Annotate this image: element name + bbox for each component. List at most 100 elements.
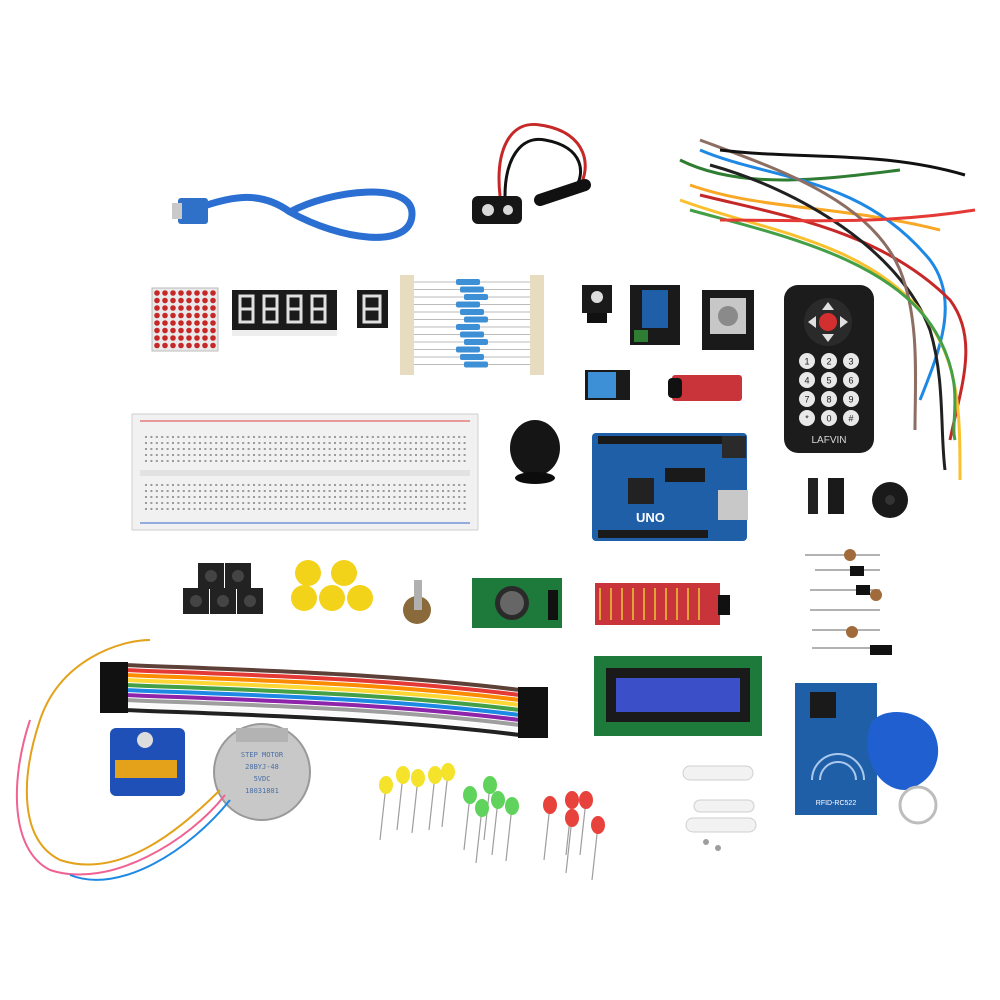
matrix-dot (210, 320, 216, 326)
matrix-dot (194, 342, 200, 349)
remote-key-label: 0 (826, 414, 831, 424)
breadboard-hole (409, 442, 412, 444)
breadboard-hole (431, 490, 434, 492)
breadboard-hole (317, 490, 320, 492)
breadboard-hole (145, 502, 147, 504)
matrix-dot (210, 297, 216, 304)
breadboard-hole (258, 442, 261, 444)
matrix-dot (202, 320, 208, 326)
breadboard-hole (415, 496, 417, 498)
breadboard-hole (425, 508, 428, 510)
breadboard-hole (209, 508, 212, 510)
ribbon-wire (124, 673, 521, 702)
led-leg (411, 777, 419, 834)
jumper-wire-bundle (679, 138, 976, 481)
breadboard-hole (361, 484, 363, 486)
breadboard-hole (415, 442, 417, 444)
matrix-dot (162, 305, 168, 311)
breadboard-hole (296, 454, 299, 456)
matrix-dot (170, 290, 176, 296)
breadboard-hole (355, 448, 358, 450)
breadboard-hole (344, 442, 347, 444)
breadboard-hole (150, 436, 153, 438)
red-leds (543, 791, 605, 881)
breadboard-hole (290, 502, 293, 504)
breadboard-hole (280, 436, 282, 438)
breadboard-hole (307, 502, 309, 504)
breadboard-hole (344, 436, 347, 438)
breadboard-hole (317, 436, 320, 438)
wire-connector (518, 727, 548, 733)
breadboard-hole (290, 484, 293, 486)
breadboard-hole (328, 442, 331, 444)
breadboard-hole (436, 448, 439, 450)
resistor (464, 294, 488, 300)
breadboard-hole (236, 496, 239, 498)
remote-key: 2 (821, 353, 837, 369)
breadboard-hole (242, 490, 245, 492)
breadboard-hole (415, 508, 417, 510)
breadboard-hole (204, 436, 207, 438)
breadboard-hole (301, 496, 304, 498)
breadboard-hole (301, 502, 304, 504)
breadboard-hole (366, 436, 369, 438)
breadboard-hole (263, 490, 266, 492)
breadboard-hole (339, 502, 342, 504)
breadboard-hole (312, 496, 315, 498)
breadboard-hole (226, 442, 228, 444)
breadboard-hole (350, 484, 353, 486)
breadboard-hole (290, 460, 293, 462)
breadboard-hole (274, 460, 277, 462)
breadboard-hole (366, 442, 369, 444)
breadboard-hole (447, 490, 450, 492)
breadboard-hole (290, 454, 293, 456)
breadboard-hole (398, 436, 401, 438)
breadboard-hole (328, 484, 331, 486)
resistor (456, 346, 480, 353)
breadboard-hole (415, 502, 417, 504)
breadboard-hole (393, 436, 396, 438)
breadboard-hole (307, 454, 309, 456)
breadboard-hole (388, 490, 390, 492)
breadboard-hole (263, 502, 266, 504)
breadboard-hole (199, 490, 201, 492)
breadboard-hole (274, 490, 277, 492)
breadboard-hole (323, 490, 326, 492)
breadboard-hole (193, 436, 196, 438)
breadboard-hole (231, 502, 234, 504)
matrix-dot (154, 342, 160, 349)
breadboard-hole (404, 508, 407, 510)
battery-clip (472, 122, 591, 224)
matrix-dot (154, 312, 160, 319)
breadboard-hole (193, 454, 196, 456)
segment-digit (238, 294, 255, 324)
breadboard-hole (269, 460, 272, 462)
breadboard-hole (269, 442, 272, 444)
breadboard-hole (231, 508, 234, 510)
led (411, 769, 425, 787)
breadboard-hole (366, 496, 369, 498)
breadboard-hole (398, 496, 401, 498)
breadboard-hole (215, 436, 218, 438)
breadboard-hole (166, 448, 169, 450)
breadboard-hole (285, 460, 288, 462)
breadboard-hole (398, 442, 401, 444)
breadboard-hole (371, 484, 374, 486)
led (396, 766, 410, 784)
breadboard-hole (377, 484, 380, 486)
breadboard-hole (166, 454, 169, 456)
breadboard-hole (420, 454, 423, 456)
led (483, 776, 497, 794)
breadboard-hole (226, 460, 228, 462)
breadboard-hole (172, 490, 174, 492)
breadboard-hole (442, 484, 444, 486)
breadboard-hole (177, 436, 180, 438)
breadboard-hole (145, 436, 147, 438)
breadboard-hole (431, 442, 434, 444)
remote-key: 0 (821, 410, 837, 426)
breadboard-hole (242, 436, 245, 438)
resistor (464, 361, 488, 368)
breadboard-hole (404, 484, 407, 486)
remote-key: 7 (799, 391, 815, 407)
breadboard-hole (393, 508, 396, 510)
